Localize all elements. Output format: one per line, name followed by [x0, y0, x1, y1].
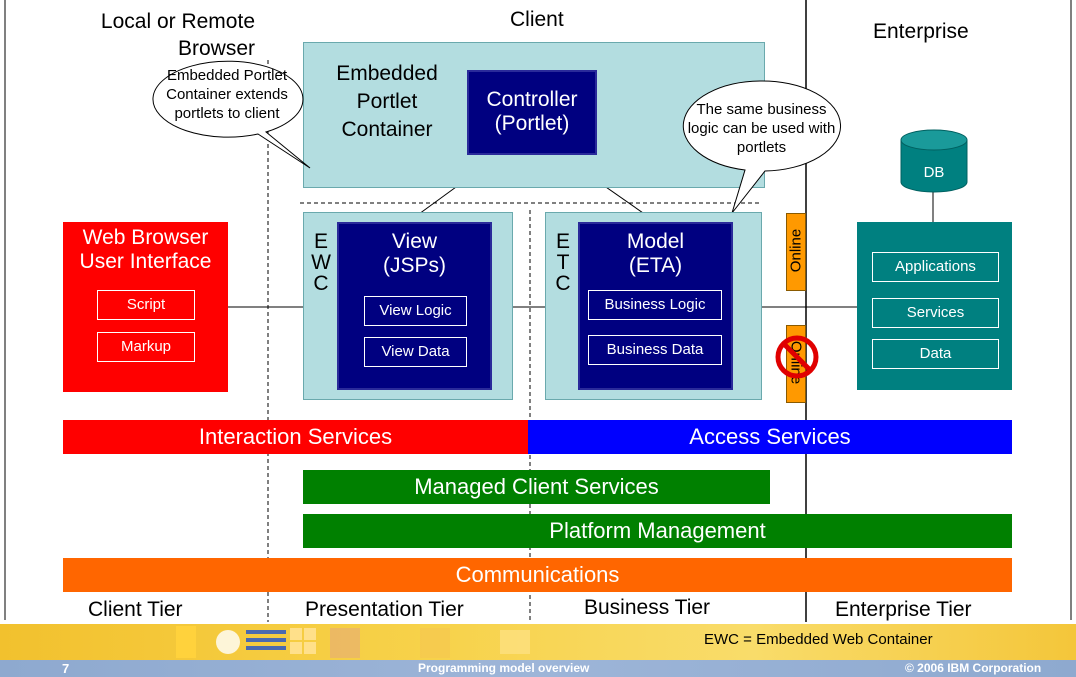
ewc-letter-c: C: [313, 272, 329, 295]
etc-letter-c: C: [555, 272, 571, 295]
access-services-bar: Access Services: [528, 420, 1012, 454]
enterprise-tier-label: Enterprise Tier: [835, 598, 972, 621]
footer-bar: [0, 660, 1076, 677]
footer-title: Programming model overview: [418, 661, 590, 675]
embedded-portlet-container-label: Embedded Portlet Container: [336, 62, 438, 141]
business-tier-label: Business Tier: [584, 596, 711, 619]
applications-box: Applications: [872, 252, 999, 282]
etc-letters: E T C: [552, 231, 574, 294]
callout-right-text: The same business logic can be used with…: [687, 101, 836, 156]
callout-left-text: Embedded Portlet Container extends portl…: [166, 67, 288, 122]
client-tier-label: Client Tier: [88, 598, 183, 621]
business-data-box: Business Data: [588, 335, 722, 365]
script-box: Script: [97, 290, 195, 320]
web-browser-title: Web Browser User Interface: [79, 226, 212, 273]
callout-right: [682, 80, 841, 214]
prohibited-icon: [775, 335, 819, 379]
model-title: Model (ETA): [626, 230, 685, 277]
footer-note: EWC = Embedded Web Container: [704, 631, 933, 648]
web-browser-box: Web Browser User Interface Script Markup: [63, 222, 228, 392]
markup-box: Markup: [97, 332, 195, 362]
platform-management-bar: Platform Management: [303, 514, 1012, 548]
managed-client-services-bar: Managed Client Services: [303, 470, 770, 504]
online-label: Online: [787, 228, 805, 273]
communications-bar: Communications: [63, 558, 1012, 592]
data-box: Data: [872, 339, 999, 369]
ewc-letter-w: W: [311, 251, 331, 274]
ewc-letter-e: E: [313, 230, 328, 253]
header-enterprise: Enterprise: [873, 20, 969, 43]
view-title: View (JSPs): [383, 230, 446, 277]
db-cylinder-icon: [900, 129, 968, 193]
enterprise-box: Applications Services Data: [857, 222, 1012, 390]
ewc-letters: E W C: [310, 231, 332, 294]
view-data-box: View Data: [364, 337, 467, 367]
callout-left: [152, 60, 311, 169]
model-box: Model (ETA) Business Logic Business Data: [578, 222, 733, 390]
footer-page-number: 7: [62, 661, 70, 676]
controller-label: Controller (Portlet): [486, 88, 578, 135]
presentation-tier-label: Presentation Tier: [305, 598, 464, 621]
services-box: Services: [872, 298, 999, 328]
controller-box: Controller (Portlet): [467, 70, 597, 155]
business-logic-box: Business Logic: [588, 290, 722, 320]
etc-letter-e: E: [555, 230, 570, 253]
online-box: Online: [786, 213, 806, 291]
interaction-services-bar: Interaction Services: [63, 420, 528, 454]
etc-letter-t: T: [556, 251, 570, 274]
header-client: Client: [510, 8, 564, 31]
view-box: View (JSPs) View Logic View Data: [337, 222, 492, 390]
footer-copyright: © 2006 IBM Corporation: [905, 661, 1042, 675]
footer-decoration: [176, 626, 530, 658]
view-logic-box: View Logic: [364, 296, 467, 326]
header-local-browser: Local or Remote Browser: [100, 10, 255, 60]
db-label: DB: [923, 164, 945, 181]
